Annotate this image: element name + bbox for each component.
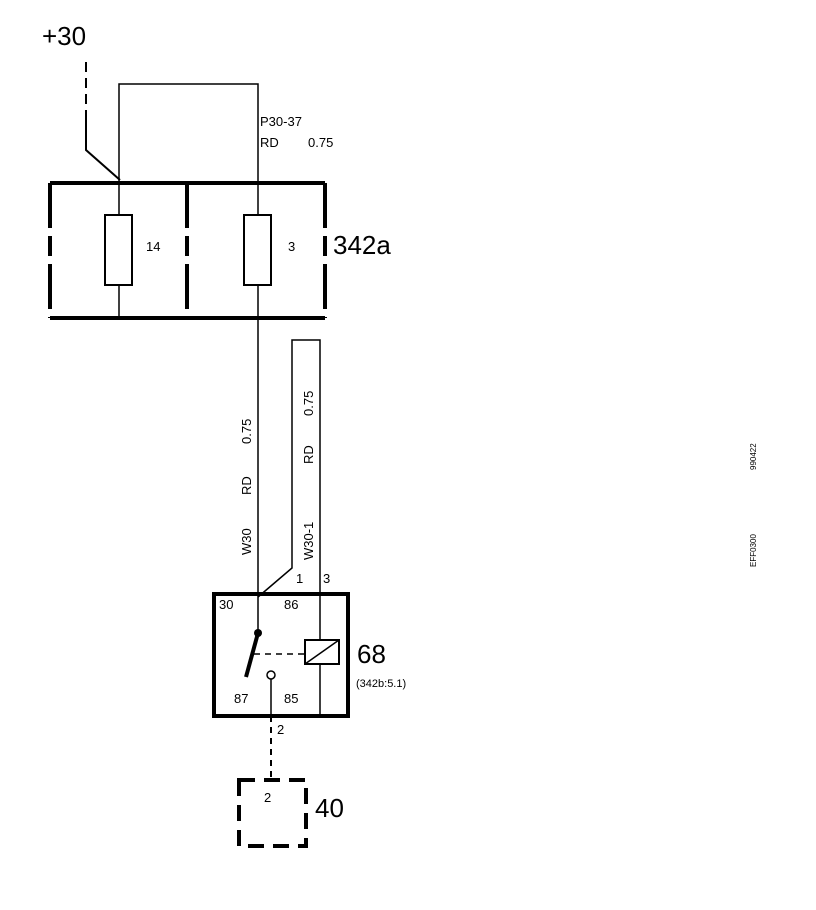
- connector-pin: 2: [264, 790, 271, 805]
- w30-1-wire: [257, 339, 321, 598]
- relay-coil-diagonal: [304, 639, 340, 665]
- ground-wire-number: 2: [277, 722, 284, 737]
- relay-switch-arm-icon: [244, 632, 260, 678]
- w30-1-wire-size: 0.75: [301, 391, 316, 416]
- feed-wire-size: 0.75: [308, 135, 333, 150]
- connector-40-box: [237, 778, 308, 848]
- margin-code-a: 990422: [749, 443, 758, 470]
- w30-1-wire-color: RD: [301, 445, 316, 464]
- relay-pin-86: 86: [284, 597, 298, 612]
- relay-68: 30 86 87 85: [212, 592, 350, 718]
- relay-pin-30: 30: [219, 597, 233, 612]
- w30-wire-size: 0.75: [239, 419, 254, 444]
- connector-id: 40: [315, 793, 344, 823]
- fuse-14-number: 14: [146, 239, 160, 254]
- fuse-14-icon: [104, 214, 133, 286]
- relay-pin-85: 85: [284, 691, 298, 706]
- supply-label: +30: [42, 21, 86, 51]
- w30-1-wire-code: W30-1: [301, 522, 316, 560]
- top-bridge-wire: [118, 83, 259, 183]
- w30-wire-code: W30: [239, 528, 254, 555]
- relay-box: [212, 592, 350, 718]
- margin-code-b: EFF0300: [749, 534, 758, 567]
- fuse-box-342a: 14 3 342a: [48, 181, 391, 320]
- fuse-3-icon: [243, 214, 272, 286]
- w30-wire-color: RD: [239, 476, 254, 495]
- relay-location: (342b:5.1): [356, 678, 406, 690]
- feed-wire-color: RD: [260, 135, 279, 150]
- relay-coil-icon: [304, 639, 340, 665]
- supply-feed-wire: [85, 118, 121, 181]
- fuse-3-number: 3: [288, 239, 295, 254]
- feed-wire-code: P30-37: [260, 114, 302, 129]
- relay-pin-number-3: 3: [323, 571, 330, 586]
- relay-contact-87-icon: [266, 670, 276, 680]
- relay-id: 68: [357, 639, 386, 669]
- fuse-box-id: 342a: [333, 230, 391, 260]
- relay-pin-number-1: 1: [296, 571, 303, 586]
- relay-pin-87: 87: [234, 691, 248, 706]
